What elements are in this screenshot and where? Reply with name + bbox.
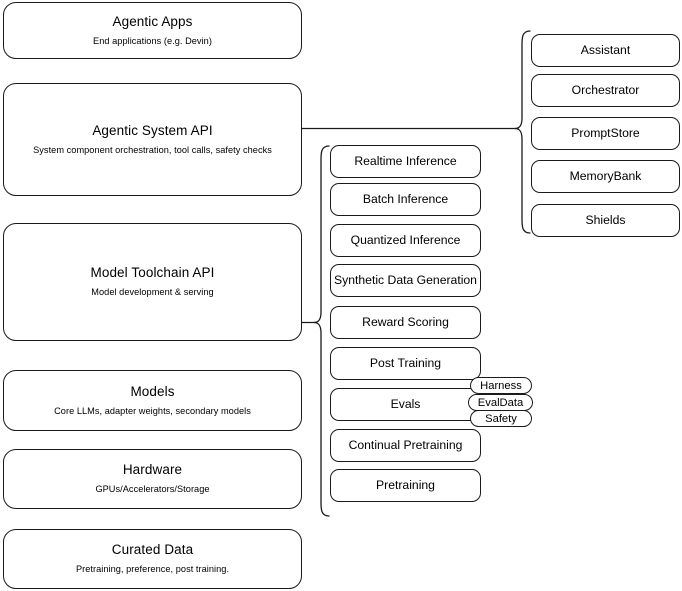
component-reward-scoring[interactable]: Reward Scoring: [330, 306, 481, 339]
pill-label: Harness: [480, 379, 522, 392]
brace-toolchain-components: [313, 145, 330, 517]
component-label: Pretraining: [376, 477, 435, 492]
component-label: Orchestrator: [571, 82, 640, 97]
pill-safety[interactable]: Safety: [470, 410, 532, 427]
layer-title: Hardware: [122, 462, 183, 478]
component-label: Quantized Inference: [350, 232, 461, 247]
layer-title: Models: [130, 383, 175, 399]
component-label: PromptStore: [571, 125, 640, 140]
layer-title: Model Toolchain API: [90, 265, 215, 281]
layer-curated-data[interactable]: Curated Data Pretraining, preference, po…: [3, 529, 302, 589]
component-continual-pretraining[interactable]: Continual Pretraining: [330, 429, 481, 462]
layer-hardware[interactable]: Hardware GPUs/Accelerators/Storage: [3, 449, 302, 509]
pill-evaldata[interactable]: EvalData: [468, 394, 533, 411]
component-batch-inference[interactable]: Batch Inference: [330, 183, 481, 216]
layer-subtitle: End applications (e.g. Devin): [93, 35, 212, 46]
pill-harness[interactable]: Harness: [470, 377, 532, 394]
component-quantized-inference[interactable]: Quantized Inference: [330, 224, 481, 257]
pill-label: EvalData: [477, 396, 524, 409]
component-promptstore[interactable]: PromptStore: [531, 117, 680, 150]
component-label: Reward Scoring: [362, 314, 449, 329]
layer-title: Curated Data: [111, 542, 194, 558]
component-assistant[interactable]: Assistant: [531, 34, 680, 67]
component-label: Continual Pretraining: [348, 437, 463, 452]
component-evals[interactable]: Evals: [330, 388, 481, 421]
layer-subtitle: GPUs/Accelerators/Storage: [95, 484, 210, 495]
layer-subtitle: System component orchestration, tool cal…: [33, 144, 272, 155]
component-memorybank[interactable]: MemoryBank: [531, 160, 680, 193]
component-label: Shields: [585, 212, 626, 227]
component-synthetic-data-generation[interactable]: Synthetic Data Generation: [330, 264, 481, 297]
layer-subtitle: Pretraining, preference, post training.: [75, 564, 230, 575]
component-label: Batch Inference: [362, 191, 449, 206]
component-label: Assistant: [580, 42, 631, 57]
layer-agentic-apps[interactable]: Agentic Apps End applications (e.g. Devi…: [3, 2, 302, 59]
component-label: Synthetic Data Generation: [334, 272, 477, 287]
layer-subtitle: Core LLMs, adapter weights, secondary mo…: [54, 405, 251, 416]
layer-title: Agentic Apps: [112, 13, 193, 29]
component-post-training[interactable]: Post Training: [330, 347, 481, 380]
layer-title: Agentic System API: [92, 122, 213, 138]
pill-label: Safety: [485, 412, 517, 425]
component-realtime-inference[interactable]: Realtime Inference: [330, 145, 481, 178]
component-label: Post Training: [369, 355, 442, 370]
component-pretraining[interactable]: Pretraining: [330, 469, 481, 502]
component-shields[interactable]: Shields: [531, 204, 680, 237]
layer-model-toolchain-api[interactable]: Model Toolchain API Model development & …: [3, 223, 302, 341]
layer-subtitle: Model development & serving: [91, 287, 214, 298]
layer-models[interactable]: Models Core LLMs, adapter weights, secon…: [3, 370, 302, 431]
component-label: MemoryBank: [569, 168, 642, 183]
component-label: Evals: [390, 396, 421, 411]
layer-agentic-system-api[interactable]: Agentic System API System component orch…: [3, 83, 302, 196]
component-orchestrator[interactable]: Orchestrator: [531, 74, 680, 107]
brace-agentic-components: [514, 30, 531, 234]
component-label: Realtime Inference: [354, 153, 457, 168]
